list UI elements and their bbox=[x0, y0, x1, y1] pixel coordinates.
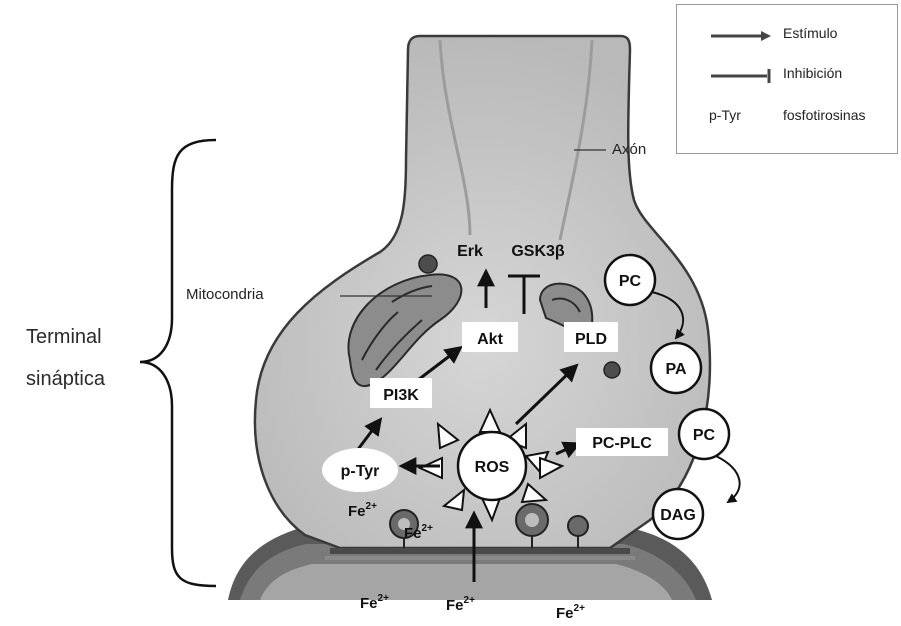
legend-row-ptyr: p-Tyr fosfotirosinas bbox=[677, 105, 899, 129]
node-pa: PA bbox=[665, 361, 686, 378]
node-pcplc: PC-PLC bbox=[592, 435, 652, 452]
node-ptyr: p-Tyr bbox=[341, 463, 380, 480]
node-ros: ROS bbox=[475, 459, 510, 476]
node-pi3k: PI3K bbox=[383, 387, 419, 404]
legend-row-stimulus: Estímulo bbox=[677, 23, 899, 47]
fe-bottom-3: Fe2+ bbox=[556, 603, 585, 622]
node-dag: DAG bbox=[660, 507, 696, 524]
node-akt: Akt bbox=[477, 331, 503, 348]
legend-ptyr-symbol: p-Tyr bbox=[709, 107, 741, 123]
fe-bottom-2: Fe2+ bbox=[446, 595, 475, 614]
stimulus-arrow-icon bbox=[709, 29, 773, 43]
node-erk: Erk bbox=[457, 243, 483, 260]
terminal-brace bbox=[140, 140, 216, 586]
active-zone bbox=[325, 548, 635, 560]
legend-row-inhibition: Inhibición bbox=[677, 63, 899, 87]
arrow-pc-to-dag bbox=[716, 456, 740, 502]
axon-label: Axón bbox=[612, 141, 646, 158]
node-pld: PLD bbox=[575, 331, 607, 348]
legend-ptyr-desc: fosfotirosinas bbox=[783, 107, 865, 123]
terminal-label-line1: Terminal bbox=[26, 326, 102, 349]
mitocondria-label: Mitocondria bbox=[186, 286, 264, 303]
node-pc-bottom: PC bbox=[693, 427, 716, 444]
vesicle-dot bbox=[604, 362, 620, 378]
fe-bottom-1: Fe2+ bbox=[360, 593, 389, 612]
vesicle-dot bbox=[419, 255, 437, 273]
node-gsk3b: GSK3β bbox=[511, 243, 565, 260]
inhibition-bar-icon bbox=[709, 69, 773, 83]
legend-inhibition-label: Inhibición bbox=[783, 65, 842, 81]
legend-stimulus-label: Estímulo bbox=[783, 25, 837, 41]
terminal-label-line2: sináptica bbox=[26, 368, 105, 391]
legend-box: Estímulo Inhibición p-Tyr fosfotirosinas bbox=[676, 4, 898, 154]
node-pc-top: PC bbox=[619, 273, 642, 290]
